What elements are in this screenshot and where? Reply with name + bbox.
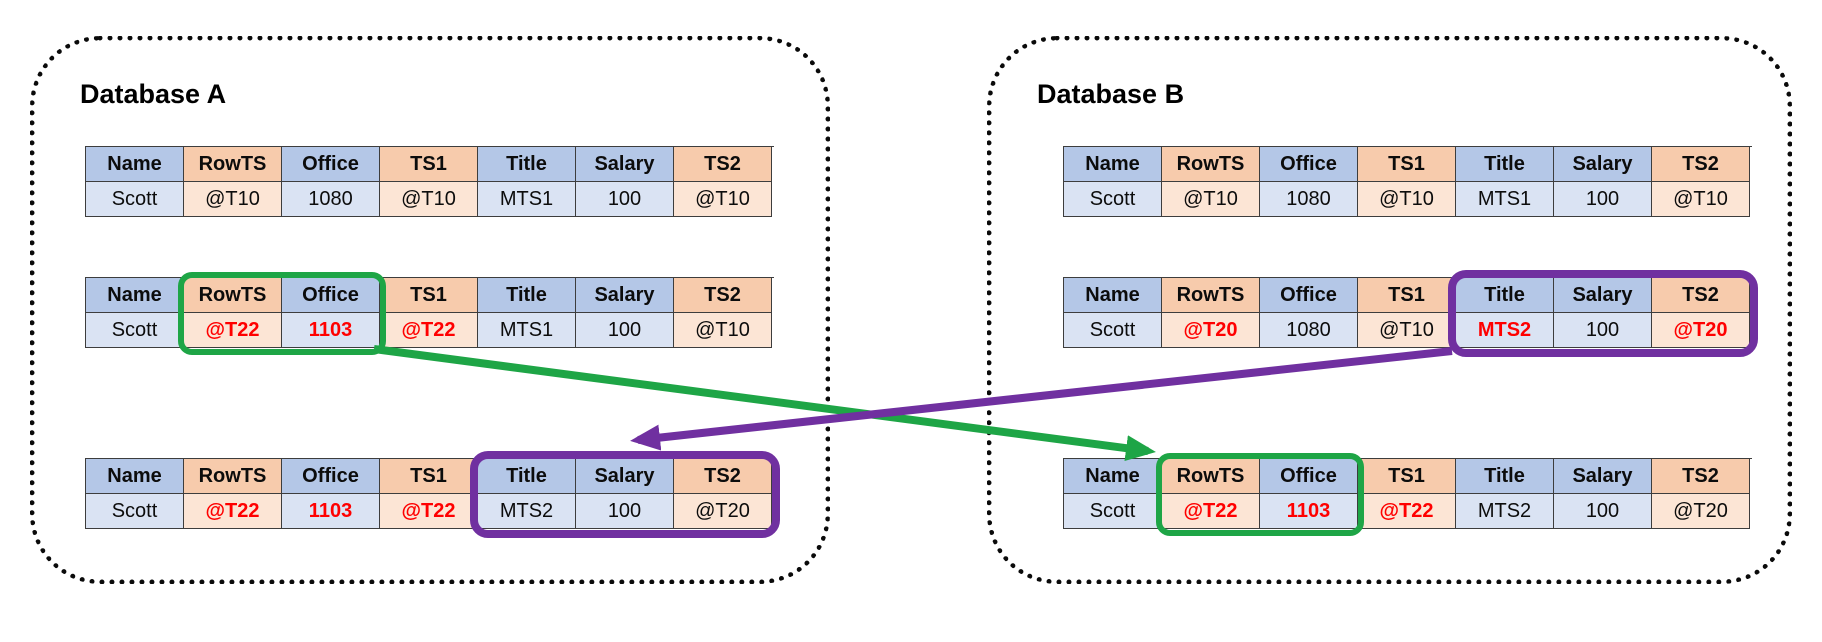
value-cell-salary: 100 — [1554, 313, 1652, 348]
header-cell-ts1: TS1 — [380, 278, 478, 313]
value-cell-ts1: @T22 — [1358, 494, 1456, 529]
value-cell-title: MTS1 — [478, 313, 576, 348]
header-cell-ts2: TS2 — [674, 278, 772, 313]
header-cell-ts2: TS2 — [1652, 147, 1750, 182]
value-cell-name: Scott — [1064, 182, 1162, 217]
header-cell-salary: Salary — [1554, 459, 1652, 494]
value-cell-rowts: @T10 — [1162, 182, 1260, 217]
value-cell-name: Scott — [86, 313, 184, 348]
header-cell-office: Office — [1260, 147, 1358, 182]
header-cell-rowts: RowTS — [1162, 278, 1260, 313]
header-cell-name: Name — [86, 147, 184, 182]
header-cell-ts1: TS1 — [380, 147, 478, 182]
header-cell-rowts: RowTS — [184, 147, 282, 182]
header-cell-salary: Salary — [576, 147, 674, 182]
value-cell-ts1: @T22 — [380, 494, 478, 529]
header-cell-office: Office — [282, 459, 380, 494]
value-cell-ts2: @T10 — [674, 313, 772, 348]
header-cell-name: Name — [86, 278, 184, 313]
value-cell-office: 1080 — [1260, 182, 1358, 217]
header-cell-salary: Salary — [1554, 278, 1652, 313]
value-cell-ts1: @T22 — [380, 313, 478, 348]
header-cell-title: Title — [1456, 459, 1554, 494]
header-cell-office: Office — [1260, 278, 1358, 313]
header-cell-salary: Salary — [576, 278, 674, 313]
header-cell-ts1: TS1 — [1358, 147, 1456, 182]
value-cell-office: 1103 — [1260, 494, 1358, 529]
header-cell-ts1: TS1 — [1358, 278, 1456, 313]
header-cell-name: Name — [1064, 147, 1162, 182]
header-cell-rowts: RowTS — [1162, 459, 1260, 494]
header-cell-ts2: TS2 — [1652, 278, 1750, 313]
value-cell-ts2: @T10 — [1652, 182, 1750, 217]
value-cell-ts2: @T10 — [674, 182, 772, 217]
header-cell-ts2: TS2 — [674, 459, 772, 494]
value-cell-title: MTS1 — [478, 182, 576, 217]
header-cell-rowts: RowTS — [184, 278, 282, 313]
header-cell-salary: Salary — [576, 459, 674, 494]
value-cell-rowts: @T22 — [184, 494, 282, 529]
value-cell-salary: 100 — [576, 182, 674, 217]
header-cell-name: Name — [1064, 278, 1162, 313]
value-cell-ts1: @T10 — [1358, 182, 1456, 217]
header-cell-office: Office — [282, 147, 380, 182]
header-cell-rowts: RowTS — [184, 459, 282, 494]
value-cell-office: 1080 — [1260, 313, 1358, 348]
header-cell-office: Office — [282, 278, 380, 313]
value-cell-title: MTS2 — [1456, 494, 1554, 529]
header-cell-ts2: TS2 — [674, 147, 772, 182]
database-b-title: Database B — [1037, 79, 1185, 109]
header-cell-rowts: RowTS — [1162, 147, 1260, 182]
header-cell-ts2: TS2 — [1652, 459, 1750, 494]
value-cell-name: Scott — [1064, 313, 1162, 348]
value-cell-office: 1103 — [282, 494, 380, 529]
value-cell-title: MTS2 — [1456, 313, 1554, 348]
value-cell-name: Scott — [86, 182, 184, 217]
value-cell-title: MTS2 — [478, 494, 576, 529]
header-cell-ts1: TS1 — [380, 459, 478, 494]
value-cell-name: Scott — [1064, 494, 1162, 529]
value-cell-salary: 100 — [576, 313, 674, 348]
header-cell-title: Title — [1456, 147, 1554, 182]
value-cell-ts1: @T10 — [380, 182, 478, 217]
header-cell-ts1: TS1 — [1358, 459, 1456, 494]
value-cell-office: 1080 — [282, 182, 380, 217]
header-cell-title: Title — [478, 459, 576, 494]
header-cell-title: Title — [1456, 278, 1554, 313]
header-cell-title: Title — [478, 147, 576, 182]
value-cell-rowts: @T22 — [1162, 494, 1260, 529]
header-cell-title: Title — [478, 278, 576, 313]
value-cell-ts1: @T10 — [1358, 313, 1456, 348]
value-cell-ts2: @T20 — [1652, 313, 1750, 348]
value-cell-name: Scott — [86, 494, 184, 529]
database-a-title: Database A — [80, 79, 227, 109]
header-cell-name: Name — [1064, 459, 1162, 494]
value-cell-salary: 100 — [576, 494, 674, 529]
value-cell-ts2: @T20 — [1652, 494, 1750, 529]
value-cell-rowts: @T22 — [184, 313, 282, 348]
header-cell-salary: Salary — [1554, 147, 1652, 182]
value-cell-rowts: @T10 — [184, 182, 282, 217]
value-cell-title: MTS1 — [1456, 182, 1554, 217]
value-cell-office: 1103 — [282, 313, 380, 348]
value-cell-salary: 100 — [1554, 494, 1652, 529]
value-cell-rowts: @T20 — [1162, 313, 1260, 348]
header-cell-name: Name — [86, 459, 184, 494]
header-cell-office: Office — [1260, 459, 1358, 494]
value-cell-ts2: @T20 — [674, 494, 772, 529]
value-cell-salary: 100 — [1554, 182, 1652, 217]
